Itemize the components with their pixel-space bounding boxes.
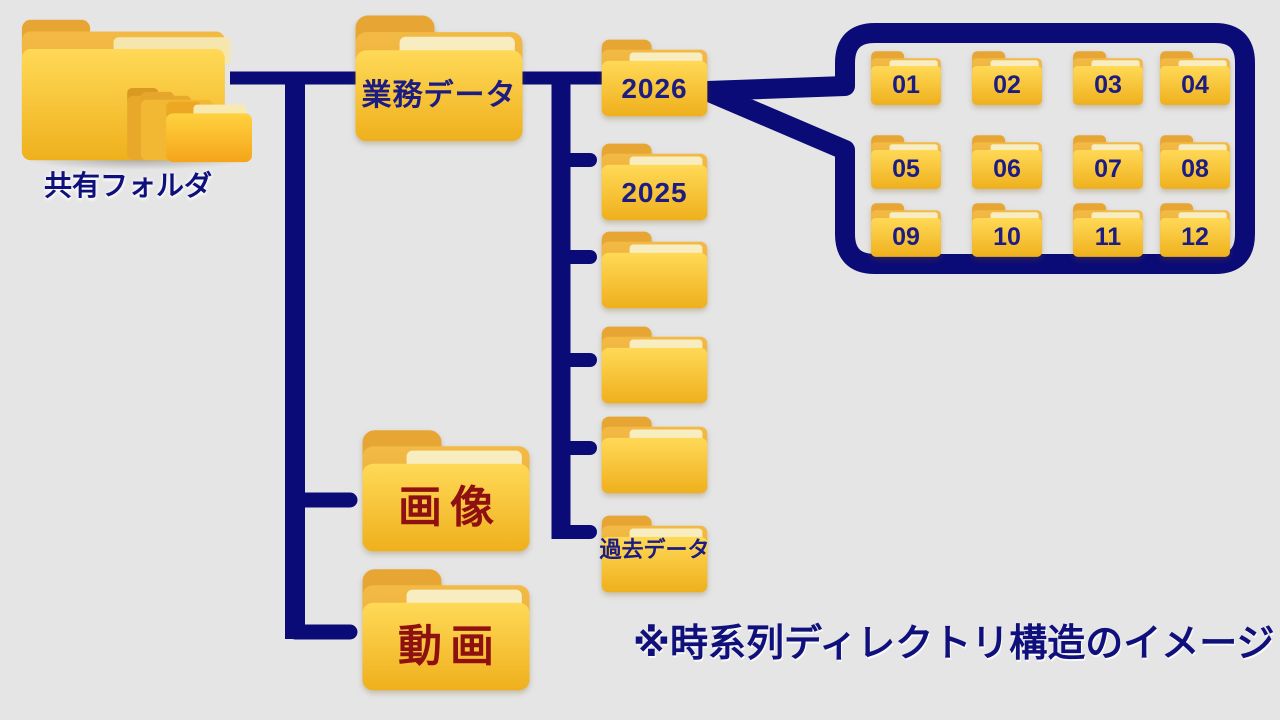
folder-month-02: 02 bbox=[969, 48, 1045, 106]
folder-month-label: 11 bbox=[1094, 223, 1122, 252]
folder-month-label: 10 bbox=[993, 223, 1021, 252]
folder-past-data-label: 過去データ bbox=[599, 536, 710, 562]
folder-month-03: 03 bbox=[1070, 48, 1146, 106]
root-folder-label: 共有フォルダ bbox=[43, 170, 212, 201]
folder-month-04: 04 bbox=[1157, 48, 1233, 106]
folder-month-12: 12 bbox=[1157, 200, 1233, 258]
folder-2025-label: 2025 bbox=[621, 176, 688, 208]
folder-month-label: 05 bbox=[892, 155, 920, 184]
folder-month-05: 05 bbox=[868, 132, 944, 190]
folder-2026: 2026 bbox=[597, 35, 712, 118]
folder-month-06: 06 bbox=[969, 132, 1045, 190]
folder-business-data: 業務データ bbox=[348, 8, 530, 144]
folder-videos: 動画 bbox=[355, 562, 537, 693]
months-callout-bubble bbox=[697, 23, 1255, 274]
folder-month-label: 04 bbox=[1181, 71, 1209, 100]
folder-unlabeled-1 bbox=[597, 227, 712, 310]
folder-month-label: 01 bbox=[892, 71, 920, 100]
folder-videos-label: 動画 bbox=[398, 622, 502, 672]
folder-images-label: 画像 bbox=[398, 483, 502, 533]
folder-month-10: 10 bbox=[969, 200, 1045, 258]
folder-icon bbox=[597, 322, 712, 405]
folder-images: 画像 bbox=[355, 423, 537, 554]
folder-month-label: 02 bbox=[993, 71, 1021, 100]
folder-month-08: 08 bbox=[1157, 132, 1233, 190]
folder-month-label: 07 bbox=[1094, 155, 1122, 184]
folder-month-label: 03 bbox=[1094, 71, 1122, 100]
folder-icon bbox=[597, 227, 712, 310]
folder-2026-label: 2026 bbox=[621, 72, 688, 104]
folder-icon bbox=[597, 412, 712, 495]
folder-month-label: 08 bbox=[1181, 155, 1209, 184]
folder-business-data-label: 業務データ bbox=[361, 79, 517, 113]
shared-folder-icon bbox=[21, 19, 252, 170]
folder-month-label: 06 bbox=[993, 155, 1021, 184]
folder-month-label: 09 bbox=[892, 223, 920, 252]
folder-past-data: 過去データ bbox=[597, 511, 712, 594]
folder-2025: 2025 bbox=[597, 139, 712, 222]
folder-month-01: 01 bbox=[868, 48, 944, 106]
folder-unlabeled-2 bbox=[597, 322, 712, 405]
folder-month-07: 07 bbox=[1070, 132, 1146, 190]
folder-month-11: 11 bbox=[1070, 200, 1146, 258]
folder-unlabeled-3 bbox=[597, 412, 712, 495]
caption-note: ※時系列ディレクトリ構造のイメージ bbox=[633, 623, 1275, 665]
folder-month-label: 12 bbox=[1181, 223, 1209, 252]
folder-month-09: 09 bbox=[868, 200, 944, 258]
